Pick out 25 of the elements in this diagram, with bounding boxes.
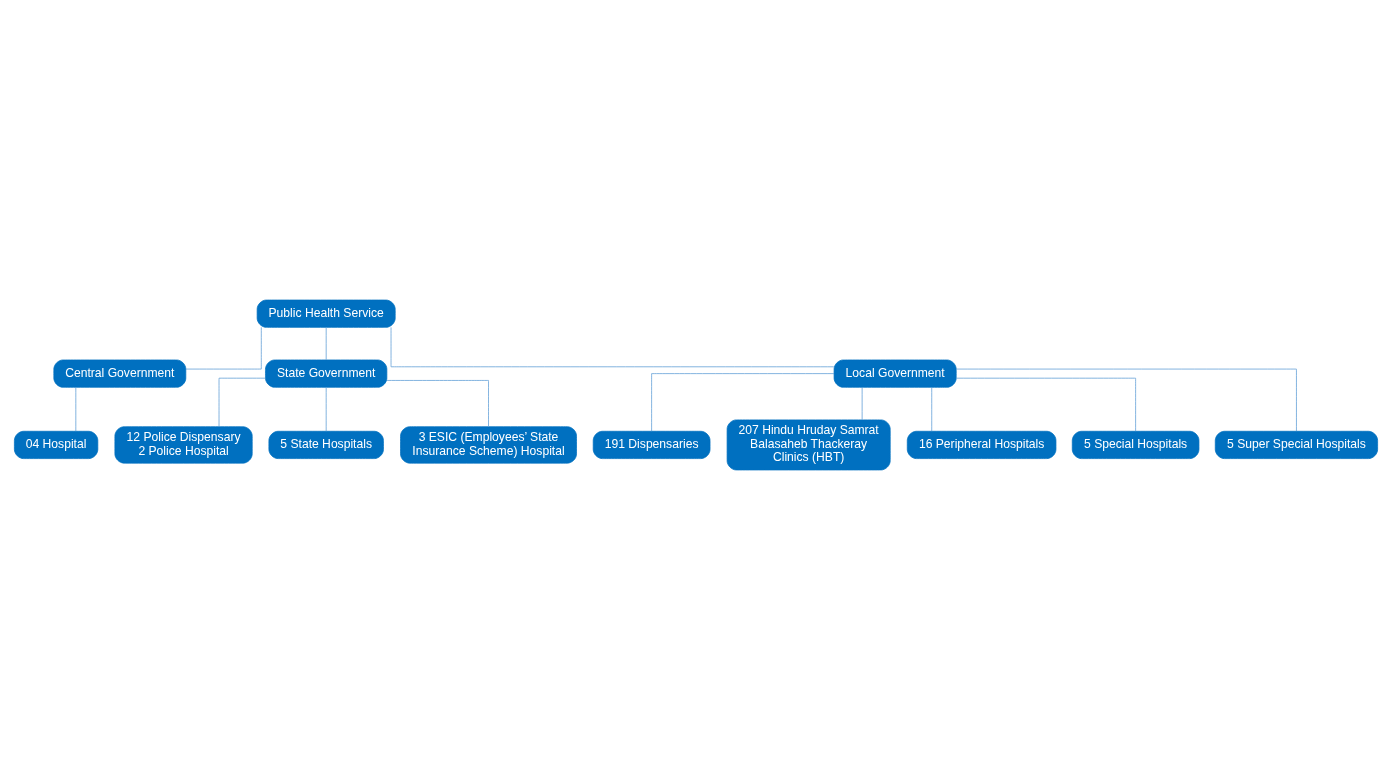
connector: [325, 387, 327, 432]
node-box: 5 Super Special Hospitals: [1214, 430, 1378, 459]
connector: [75, 387, 77, 432]
connector: [185, 327, 262, 370]
connector: [956, 377, 1136, 432]
connector: [390, 327, 835, 368]
node-box: 3 ESIC (Employees’ State Insurance Scheme) Hospital: [400, 426, 577, 464]
connector: [861, 387, 863, 421]
node-box: Central Government: [53, 359, 187, 388]
connector: [218, 377, 266, 428]
node-box: 16 Peripheral Hospitals: [906, 430, 1057, 459]
connector: [651, 373, 835, 432]
node-box: Public Health Service: [256, 299, 396, 328]
node-box: 207 Hindu Hruday Samrat Balasaheb Thackeray Clinics (HBT): [726, 419, 891, 471]
node-box: 04 Hospital: [14, 430, 99, 459]
connector: [931, 387, 933, 432]
node-box: 5 State Hospitals: [268, 430, 384, 459]
node-box: 191 Dispensaries: [592, 430, 711, 459]
node-box: 12 Police Dispensary 2 Police Hospital: [114, 426, 253, 464]
connector: [325, 327, 327, 361]
connector: [386, 380, 489, 427]
node-box: Local Government: [833, 359, 957, 388]
node-box: State Government: [265, 359, 388, 388]
connector: [955, 368, 1297, 432]
node-box: 5 Special Hospitals: [1071, 430, 1200, 459]
